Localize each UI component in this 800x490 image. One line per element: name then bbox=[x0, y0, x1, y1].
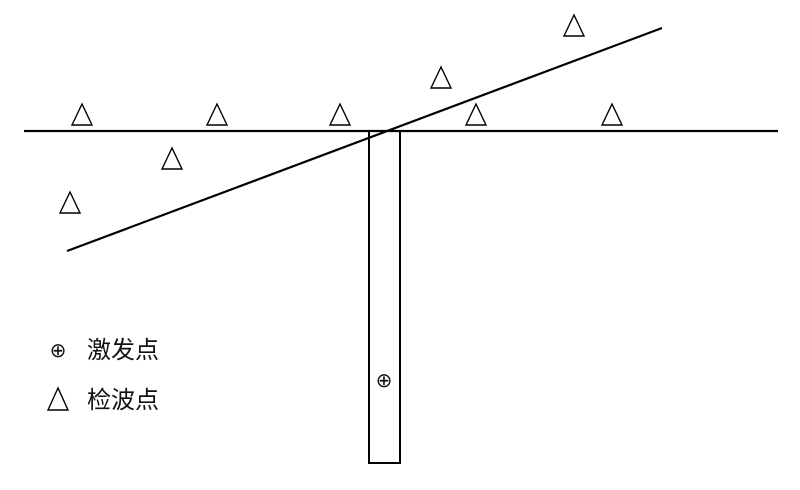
legend-receiver-label: 检波点 bbox=[87, 386, 159, 414]
receiver-triangle-icon bbox=[429, 65, 453, 89]
legend-receiver-triangle-icon bbox=[46, 386, 70, 411]
receiver-triangle-icon bbox=[328, 102, 352, 126]
receiver-triangle-icon bbox=[58, 190, 82, 214]
receiver-triangle-icon bbox=[70, 102, 94, 126]
receiver-triangle-icon bbox=[562, 13, 586, 37]
legend: ⊕ 激发点 检波点 bbox=[46, 336, 159, 414]
receiver-triangle-icon bbox=[160, 146, 184, 170]
receiver-triangle-icon bbox=[205, 102, 229, 126]
inclined-receivers bbox=[58, 13, 586, 214]
receiver-triangle-icon bbox=[600, 102, 624, 126]
well-source-symbol-icon: ⊕ bbox=[376, 368, 393, 392]
receiver-triangle-icon bbox=[464, 102, 488, 126]
surface-receivers bbox=[70, 102, 624, 126]
inclined-reflector-line bbox=[66, 26, 663, 253]
borehole bbox=[368, 130, 401, 464]
legend-source-symbol-icon: ⊕ bbox=[50, 338, 67, 362]
legend-source-label: 激发点 bbox=[87, 336, 159, 364]
